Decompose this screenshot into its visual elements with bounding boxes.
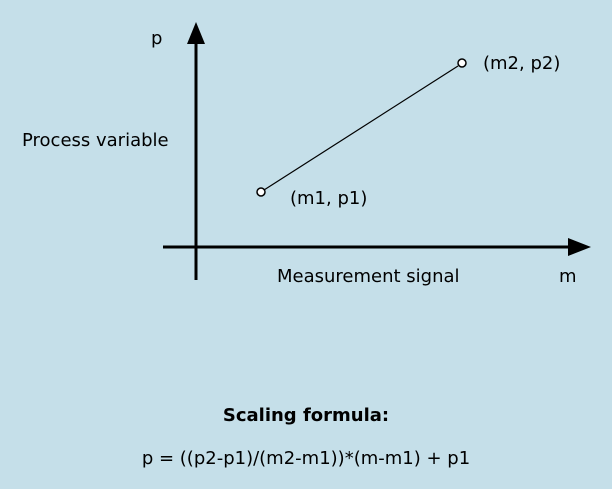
point-1-marker	[256, 187, 266, 197]
y-axis-arrowhead	[187, 22, 205, 44]
scaling-formula: p = ((p2-p1)/(m2-m1))*(m-m1) + p1	[141, 448, 471, 469]
point-2-label: (m2, p2)	[483, 53, 561, 74]
scaling-line	[263, 65, 459, 191]
x-axis-symbol: m	[559, 266, 577, 287]
y-axis-label: Process variable	[22, 130, 169, 151]
point-1-label: (m1, p1)	[290, 188, 368, 209]
y-axis-symbol: p	[151, 28, 163, 49]
formula-title: Scaling formula:	[222, 405, 390, 426]
point-2-marker	[457, 58, 467, 68]
x-axis-arrowhead	[568, 238, 591, 256]
x-axis-label: Measurement signal	[277, 266, 460, 287]
